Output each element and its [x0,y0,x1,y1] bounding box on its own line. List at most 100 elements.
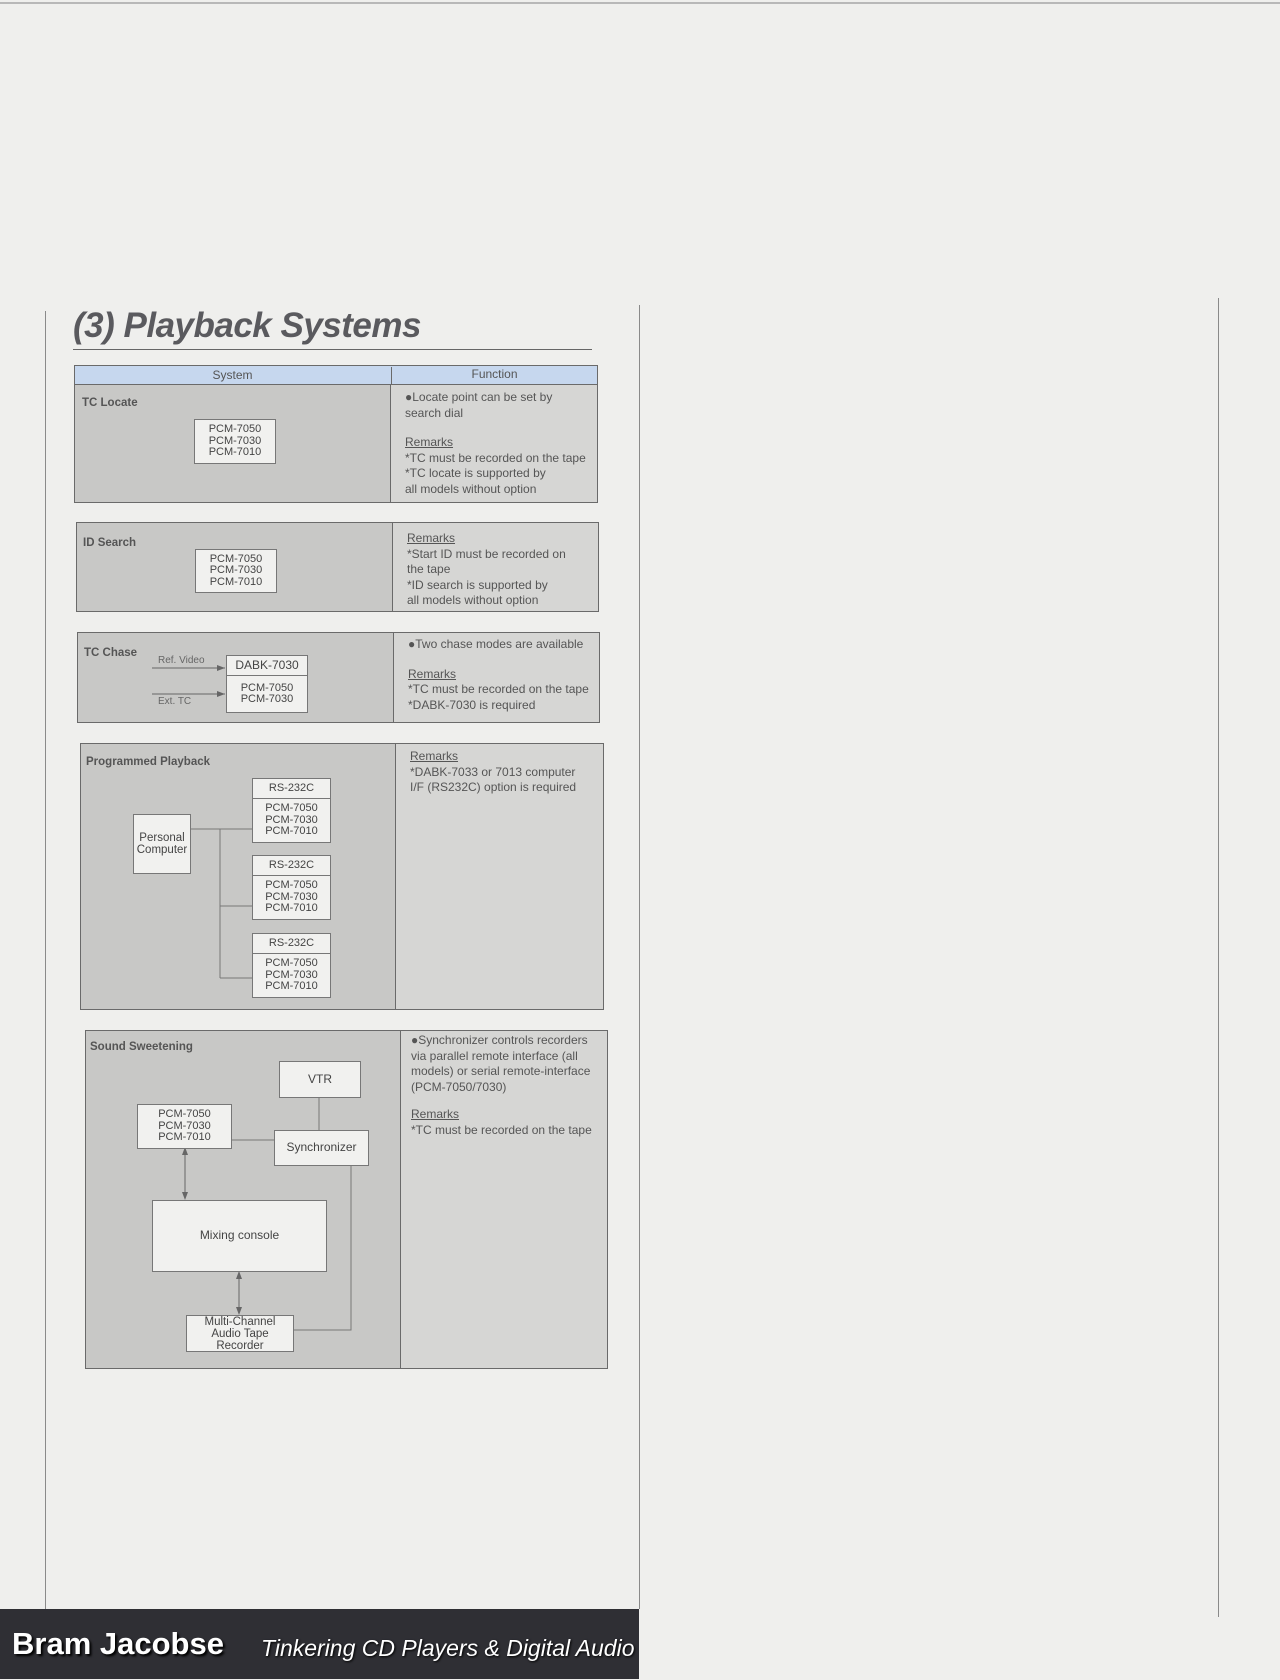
arrowhead [217,691,225,697]
function-text: ●Two chase modes are available [408,637,584,651]
box-text: PCM-7010 [265,980,318,993]
page-gutter-rule [639,305,640,1609]
function-text: via parallel remote interface (all [411,1048,578,1063]
section-title: (3) Playback Systems [73,306,421,345]
system-label: Programmed Playback [86,756,211,768]
box-text: Mixing console [199,1228,280,1243]
box-text: RS-232C [253,856,330,876]
function-text: search dial [405,405,464,420]
function-cell: ●Locate point can be set by search dial … [390,366,597,502]
arrowhead [236,1307,242,1315]
box-text: PCM-7030 [240,693,294,705]
arrowhead [217,665,225,671]
remark: *ID search is supported by [407,577,548,592]
function-cell: ●Two chase modes are available Remarks *… [393,633,599,722]
title-underline [73,349,592,350]
box-text: PCM-7010 [265,825,318,838]
footer-banner: Bram Jacobse Tinkering CD Players & Digi… [0,1609,639,1679]
function-text-block: Remarks *DABK-7033 or 7013 computer I/F … [410,749,599,796]
page-top-edge [0,2,1280,4]
box-text: PCM-7030 [209,564,263,577]
remark: *TC locate is supported by [405,466,546,480]
box-text: PCM-7050 [240,681,294,694]
box-text: PCM-7050 [265,802,318,815]
remark: all models without option [405,481,537,496]
vtr-box: VTR [279,1061,361,1098]
header-system: System [212,368,253,382]
header-function: Function [391,367,597,384]
box-text: Personal [139,832,185,844]
synchronizer-box: Synchronizer [274,1130,369,1166]
arrowhead [236,1271,242,1279]
remark: the tape [407,562,451,576]
remarks-label: Remarks [411,1107,460,1121]
box-text: Computer [136,844,188,856]
id-search-table: Remarks *Start ID must be recorded on th… [76,522,599,612]
box-text: RS-232C [253,779,330,799]
connector-lines [152,665,225,697]
ext-tc-label: Ext. TC [158,696,192,707]
site-tagline: Tinkering CD Players & Digital Audio [261,1635,635,1661]
box-text: PCM-7010 [208,446,262,459]
tc-chase-table: ●Two chase modes are available Remarks *… [77,632,600,723]
sound-sweetening-table: ●Synchronizer controls recorders via par… [85,1030,608,1369]
sync-mtr-line [292,1164,352,1331]
box-text: PCM-7010 [158,1131,211,1144]
programmed-playback-table: Remarks *DABK-7033 or 7013 computer I/F … [80,743,604,1010]
remarks-label: Remarks [410,749,459,763]
right-margin-rule [1218,298,1219,1617]
box-text: PCM-7010 [265,902,318,915]
remarks-label: Remarks [408,666,457,681]
box-text: PCM-7010 [209,575,263,588]
system-label: TC Chase [84,647,138,659]
remark: *TC must be recorded on the tape [405,450,586,465]
arrowhead [182,1192,188,1200]
box-text: PCM-7050 [208,423,262,436]
remark: *DABK-7033 or 7013 computer [410,764,576,779]
author-name: Bram Jacobse [12,1626,224,1661]
tc-locate-table: ●Locate point can be set by search dial … [74,365,598,503]
table-header: System Function [75,366,597,385]
arrowhead [182,1147,188,1155]
box-text: PCM-7050 [265,957,318,970]
remarks-label: Remarks [405,435,454,449]
remarks-label: Remarks [407,531,456,545]
box-text: PCM-7050 [158,1108,211,1121]
connector-lines [189,828,252,979]
remark: I/F (RS232C) option is required [410,780,577,794]
box-text: PCM-7050 [209,552,263,565]
left-margin-rule [45,311,46,1609]
function-text-block: ●Two chase modes are available Remarks *… [408,637,595,713]
box-text: Audio Tape Recorder [211,1327,269,1352]
remark: all models without option [407,593,539,607]
remark: *TC must be recorded on the tape [408,682,589,696]
box-text: Synchronizer [286,1140,357,1155]
function-text: ●Synchronizer controls recorders [411,1033,588,1047]
function-cell: Remarks *DABK-7033 or 7013 computer I/F … [395,744,603,1009]
box-text: PCM-7050 [265,879,318,892]
function-text: models) or serial remote-interface [411,1064,591,1078]
dabk-label: DABK-7030 [227,656,307,676]
system-label: ID Search [83,537,137,549]
box-text: PCM-7030 [158,1119,211,1132]
box-text: PCM-7030 [265,968,318,981]
function-text-block: ●Locate point can be set by search dial … [405,390,593,497]
function-text-block: Remarks *Start ID must be recorded on th… [407,531,594,609]
ref-video-label: Ref. Video [158,655,205,666]
remark: *DABK-7030 is required [408,697,536,712]
box-text: PCM-7030 [265,890,318,903]
system-label: TC Locate [82,397,138,409]
connector-lines [182,1096,352,1331]
